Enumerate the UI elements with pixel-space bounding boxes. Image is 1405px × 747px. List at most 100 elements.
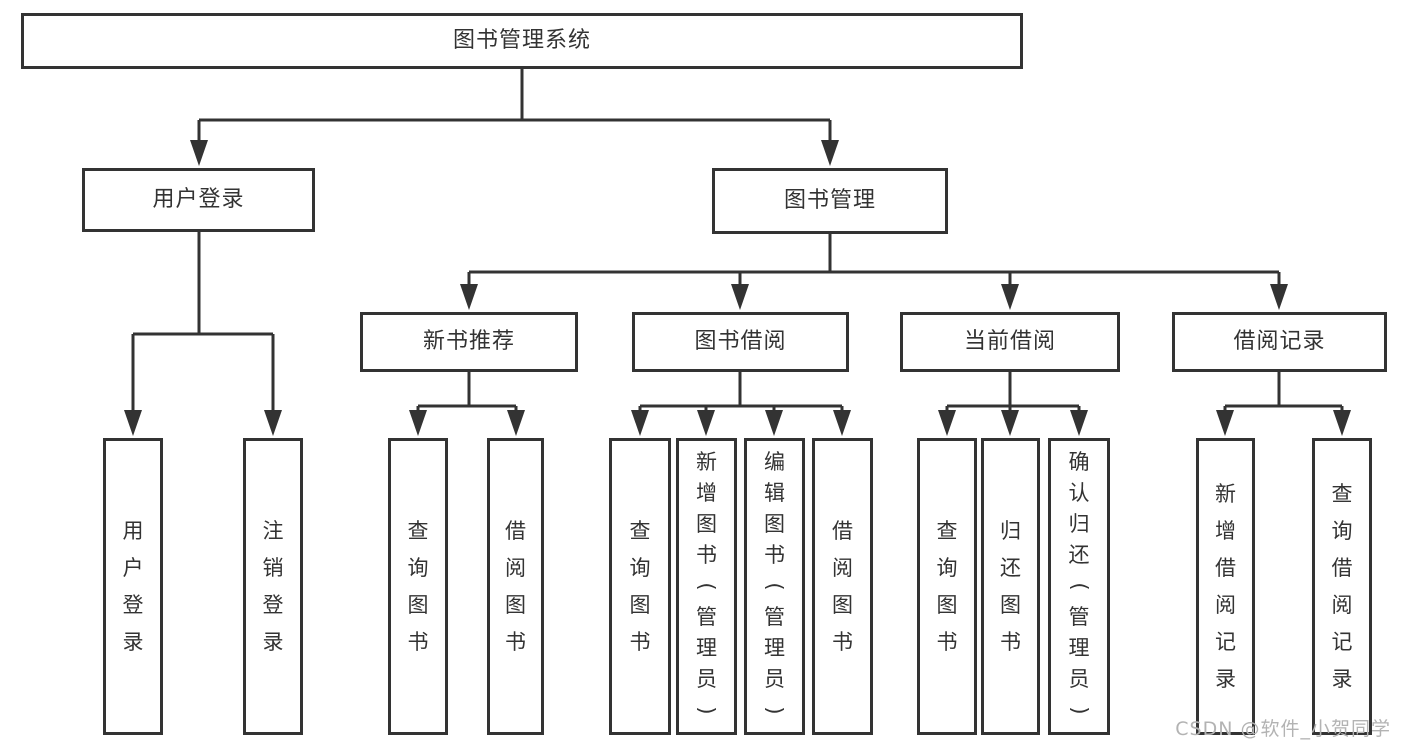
- arrow-down-icon: [507, 410, 525, 436]
- arrow-down-icon: [1001, 284, 1019, 310]
- arrow-down-icon: [409, 410, 427, 436]
- vertical-char: 管: [1068, 605, 1090, 629]
- vertical-char: 阅: [832, 555, 853, 580]
- arrow-down-icon: [1333, 410, 1351, 436]
- vertical-paren-char: ): [1067, 706, 1092, 715]
- vertical-char: 图: [505, 592, 526, 617]
- arrow-down-icon: [697, 410, 715, 436]
- arrow-down-icon: [264, 410, 282, 436]
- vertical-char: 管: [764, 605, 785, 629]
- vertical-char: 记: [1331, 629, 1353, 654]
- vertical-char: 询: [1331, 518, 1353, 543]
- node-leaf-query-books-borrowing: 查询图书: [609, 438, 671, 735]
- node-leaf-query-books-recommend: 查询图书: [388, 438, 448, 735]
- vertical-char: 员: [696, 667, 717, 691]
- vertical-paren-char: ): [762, 706, 787, 715]
- node-leaf-add-borrow-record: 新增借阅记录: [1196, 438, 1255, 735]
- vertical-char: 注: [262, 518, 284, 543]
- vertical-char: 询: [629, 555, 651, 580]
- vertical-char: 查: [1331, 481, 1353, 506]
- vertical-char: 书: [696, 543, 717, 567]
- vertical-char: 录: [1215, 666, 1236, 691]
- connector-user-login-children: [131, 232, 275, 416]
- vertical-char: 理: [696, 636, 717, 660]
- vertical-char: 员: [1068, 667, 1090, 691]
- vertical-char: 图: [936, 592, 958, 617]
- vertical-char: 用: [122, 518, 144, 543]
- vertical-char: 查: [629, 518, 651, 543]
- node-leaf-add-books-admin: 新增图书(管理员): [676, 438, 737, 735]
- node-leaf-user-login: 用户登录: [103, 438, 163, 735]
- node-leaf-query-borrow-record: 查询借阅记录: [1312, 438, 1372, 735]
- node-leaf-borrow-books-recommend: 借阅图书: [487, 438, 544, 735]
- vertical-char: 查: [407, 518, 429, 543]
- node-new-book-recommend: 新书推荐: [360, 312, 578, 372]
- vertical-char: 书: [832, 629, 853, 654]
- connector-book-management-groups: [467, 234, 1281, 290]
- vertical-char: 记: [1215, 629, 1236, 654]
- vertical-char: 图: [407, 592, 429, 617]
- arrow-down-icon: [1216, 410, 1234, 436]
- vertical-char: 图: [832, 592, 853, 617]
- node-leaf-edit-books-admin: 编辑图书(管理员): [744, 438, 805, 735]
- arrow-down-icon: [833, 410, 851, 436]
- node-leaf-logout: 注销登录: [243, 438, 303, 735]
- node-user-login-branch: 用户登录: [82, 168, 315, 232]
- node-leaf-confirm-return-admin: 确认归还 ( 管理员): [1048, 438, 1110, 735]
- node-book-management-branch: 图书管理: [712, 168, 948, 234]
- vertical-char: 书: [505, 629, 526, 654]
- vertical-char: 增: [1215, 518, 1236, 543]
- node-current-borrowing: 当前借阅: [900, 312, 1120, 372]
- vertical-char: 查: [936, 518, 958, 543]
- vertical-char: 书: [407, 629, 429, 654]
- arrow-down-icon: [821, 140, 839, 166]
- vertical-char: 借: [832, 518, 853, 543]
- node-book-borrowing: 图书借阅: [632, 312, 849, 372]
- vertical-char: 图: [696, 512, 717, 536]
- vertical-char: 归: [1000, 518, 1021, 543]
- vertical-char: 户: [122, 555, 144, 580]
- vertical-char: 理: [764, 636, 785, 660]
- vertical-char: 书: [764, 543, 785, 567]
- vertical-paren-char: ): [694, 706, 719, 715]
- arrow-down-icon: [1001, 410, 1019, 436]
- arrow-down-icon: [938, 410, 956, 436]
- node-leaf-borrow-books-borrowing: 借阅图书: [812, 438, 873, 735]
- node-borrowing-records: 借阅记录: [1172, 312, 1387, 372]
- arrow-down-icon: [460, 284, 478, 310]
- vertical-char: 询: [936, 555, 958, 580]
- vertical-char: 归: [1068, 512, 1090, 536]
- vertical-char: 书: [936, 629, 958, 654]
- vertical-char: 新: [696, 450, 717, 474]
- vertical-char: 阅: [1215, 592, 1236, 617]
- csdn-watermark: CSDN @软件_小贺同学: [1175, 718, 1391, 740]
- vertical-char: 员: [764, 667, 785, 691]
- arrow-down-icon: [190, 140, 208, 166]
- vertical-char: 确: [1068, 450, 1090, 474]
- arrow-down-icon: [731, 284, 749, 310]
- connector-borrowing-records-children: [1223, 372, 1344, 416]
- vertical-char: 录: [122, 629, 144, 654]
- vertical-char: 认: [1068, 481, 1090, 505]
- vertical-char: 借: [505, 518, 526, 543]
- vertical-char: 录: [262, 629, 284, 654]
- vertical-char: 辑: [764, 481, 785, 505]
- connector-new-book-children: [416, 372, 518, 416]
- arrow-down-icon: [1070, 410, 1088, 436]
- node-leaf-query-books-current: 查询图书: [917, 438, 977, 735]
- node-root-system: 图书管理系统: [21, 13, 1023, 69]
- connector-root-branches: [197, 69, 832, 146]
- vertical-char: 理: [1068, 636, 1090, 660]
- arrow-down-icon: [1270, 284, 1288, 310]
- vertical-char: 销: [262, 555, 284, 580]
- vertical-char: 图: [1000, 592, 1021, 617]
- vertical-char: 书: [629, 629, 651, 654]
- vertical-char: 询: [407, 555, 429, 580]
- vertical-char: 图: [764, 512, 785, 536]
- vertical-char: 录: [1331, 666, 1353, 691]
- vertical-char: 管: [696, 605, 717, 629]
- vertical-char: 还: [1068, 543, 1090, 567]
- vertical-paren-char: (: [1067, 582, 1092, 591]
